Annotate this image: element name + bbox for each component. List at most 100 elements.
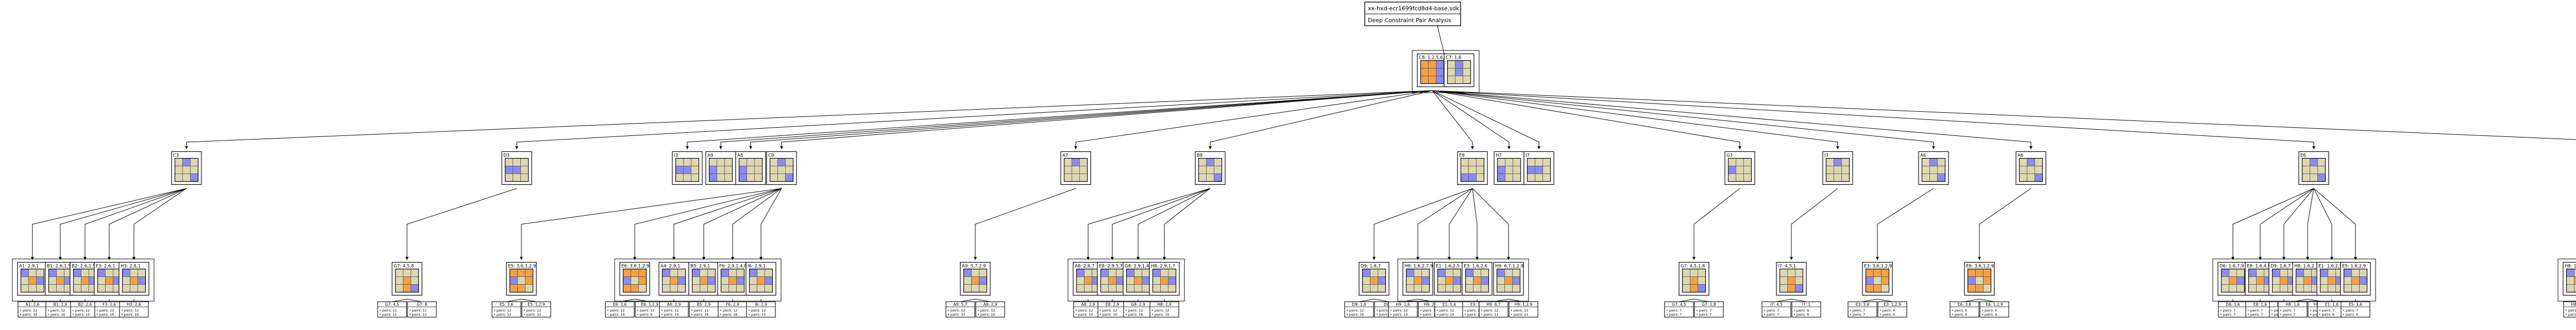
- result-node: B5: 2,9• pairs: 12• pairs: 16: [689, 301, 719, 318]
- result-frame: [1149, 301, 1179, 318]
- grid-cell: [1447, 60, 1455, 68]
- result-pairs-2: • pairs: 16: [96, 312, 114, 317]
- tree-edge: [1359, 299, 1375, 302]
- result-label: E1: 1,6: [2325, 302, 2339, 307]
- result-pairs: • pairs: 7: [1764, 308, 1779, 312]
- grid-cell: [670, 284, 678, 292]
- node-label: E3: 1,6,2,6: [1464, 264, 1487, 269]
- tree-edge: [1693, 299, 1709, 302]
- grid-cell: [1436, 76, 1444, 84]
- grid-cell: [2320, 269, 2328, 277]
- tree-edge: [133, 188, 187, 260]
- grid-outline: [1405, 268, 1430, 293]
- grid-cell: [411, 269, 419, 277]
- result-frame: [1791, 301, 1821, 318]
- tree-edge: [32, 188, 187, 260]
- grid-cell: [2320, 284, 2328, 292]
- grid-cell: [765, 276, 773, 285]
- node-label: B5: 2,9,1: [690, 264, 710, 269]
- node-label: D6: 1,6,7,9: [2219, 264, 2244, 269]
- grid-cell: [2221, 276, 2229, 285]
- grid-cell: [1922, 166, 1930, 174]
- result-pairs-2: • pairs: 14: [1436, 312, 1454, 317]
- result-node: D6: 1,6• pairs: 7• pairs: 7: [2218, 301, 2248, 318]
- grid-node: A8: [735, 151, 766, 185]
- edge-arrow: [515, 146, 518, 149]
- grid-cell: [739, 173, 747, 182]
- grid-cell: [21, 284, 29, 292]
- tree-edge: [2260, 188, 2314, 260]
- result-label: I7: 4,5: [1770, 302, 1783, 307]
- tree-edges: [31, 25, 2576, 302]
- result-node: H8: 2,9• pairs: 12• pairs: 15: [1149, 301, 1179, 318]
- grid-cell: [1126, 284, 1134, 292]
- grid-cell: [2351, 276, 2360, 285]
- grid-cell: [81, 269, 89, 277]
- grid-cell: [1168, 284, 1176, 292]
- result-pairs-2: • pairs: 14: [1075, 312, 1093, 317]
- result-label: D6: 1,6: [2226, 302, 2240, 307]
- grid-cell: [1153, 269, 1161, 277]
- grid-cell: [122, 276, 130, 285]
- tree-edge: [1791, 188, 1838, 260]
- tree-edge: [521, 299, 537, 302]
- grid-cell: [747, 158, 755, 166]
- node-label: D9: 1,6,7: [2270, 264, 2291, 269]
- grid-cell: [1428, 68, 1436, 76]
- grid-node: C7: 1,6: [1444, 53, 1475, 88]
- grid-node: A1: 2,9,1: [17, 262, 48, 296]
- result-pairs-2: • pairs: 7: [2280, 312, 2295, 317]
- tree-edge: [2307, 188, 2314, 260]
- node-label: I7: [1526, 153, 1530, 159]
- grid-cell: [638, 276, 647, 285]
- edge-arrow: [2330, 257, 2333, 260]
- grid-cell: [747, 173, 755, 182]
- grid-cell: [175, 173, 183, 182]
- result-node: I7: 4,5• pairs: 7• pairs: 7: [1761, 301, 1791, 318]
- result-frame: [377, 301, 407, 318]
- grid-node: C9: [766, 151, 797, 185]
- node-label: H8: 1,7,2,6,9: [2565, 264, 2576, 269]
- edge-arrow: [83, 257, 87, 260]
- grid-cell: [1436, 68, 1444, 76]
- grid-cell: [1214, 166, 1222, 174]
- grid-outline: [1779, 268, 1804, 293]
- grid-cell: [785, 173, 793, 182]
- result-pairs-2: • pairs: 6: [1879, 312, 1895, 317]
- result-pairs: • pairs: 12: [1464, 308, 1482, 312]
- node-label: A6: [2018, 153, 2023, 159]
- tree-edge: [720, 90, 1433, 149]
- grid-outline: [1465, 268, 1489, 293]
- grid-node: H9: 6,7,1,2,9: [1493, 262, 1524, 296]
- grid-cell: [717, 173, 725, 182]
- grid-cell: [130, 284, 138, 292]
- grid-cell: [138, 269, 146, 277]
- grid-cell: [770, 158, 778, 166]
- edge-arrow: [1876, 257, 1879, 260]
- node-label: F6: 2,9,1,4,8: [719, 264, 747, 269]
- result-label: A1: 2,6: [26, 302, 40, 307]
- grid-cell: [785, 166, 793, 174]
- grid-cell: [2296, 276, 2304, 285]
- grid-cell: [677, 276, 686, 285]
- edge-arrow: [1537, 146, 1540, 149]
- node-label: E6: [2300, 153, 2306, 159]
- grid-cell: [2248, 284, 2257, 292]
- grid-cell: [683, 158, 691, 166]
- grid-cell: [1406, 269, 1414, 277]
- grid-cell: [56, 269, 64, 277]
- grid-cell: [770, 173, 778, 182]
- result-node: D9: 1,6• pairs: 12• pairs: 16: [1344, 301, 1374, 318]
- grid-cell: [1698, 269, 1706, 277]
- grid-cell: [724, 173, 733, 182]
- grid-cell: [2256, 269, 2264, 277]
- grid-cell: [2019, 173, 2027, 182]
- grid-cell: [1079, 158, 1088, 166]
- node-label: C7: 1,6: [1446, 56, 1461, 61]
- grid-cell: [2302, 173, 2310, 182]
- grid-cell: [1465, 276, 1473, 285]
- grid-outline: [1967, 268, 1992, 293]
- grid-cell: [749, 269, 757, 277]
- grid-cell: [1787, 284, 1795, 292]
- result-pairs: • pairs: 12: [1481, 308, 1498, 312]
